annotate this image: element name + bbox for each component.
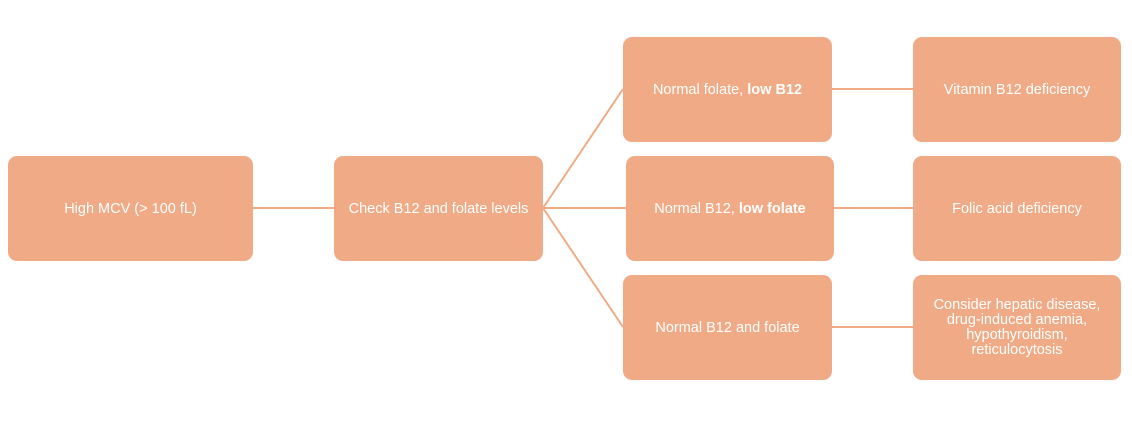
node-vitamin-b12-deficiency: Vitamin B12 deficiency bbox=[913, 37, 1121, 142]
node-consider-line: reticulocytosis bbox=[971, 341, 1063, 358]
node-low-b12: Normal folate, low B12 bbox=[623, 37, 832, 142]
node-low-b12-label: Normal folate, low B12 bbox=[653, 82, 802, 98]
node-check-levels: Check B12 and folate levels bbox=[334, 156, 543, 261]
node-normal-both: Normal B12 and folate bbox=[623, 275, 832, 380]
node-consider-line: drug-induced anemia, bbox=[946, 311, 1088, 328]
node-consider-label: Consider hepatic disease, drug-induced a… bbox=[933, 296, 1101, 358]
node-low-b12-emphasis: low B12 bbox=[747, 81, 803, 98]
node-high-mcv: High MCV (> 100 fL) bbox=[8, 156, 253, 261]
node-consider-line: hypothyroidism, bbox=[966, 326, 1068, 343]
node-low-folate-emphasis: low folate bbox=[738, 200, 806, 217]
connector-check-to-normal bbox=[542, 207, 624, 328]
node-low-b12-prefix: Normal folate, bbox=[652, 81, 748, 98]
node-normal-both-label: Normal B12 and folate bbox=[655, 319, 800, 336]
node-low-folate-label: Normal B12, low folate bbox=[654, 201, 806, 217]
node-consider-other-causes: Consider hepatic disease, drug-induced a… bbox=[913, 275, 1121, 380]
node-low-folate-prefix: Normal B12, bbox=[654, 200, 739, 217]
node-high-mcv-label: High MCV (> 100 fL) bbox=[64, 200, 197, 217]
node-folic-acid-deficiency: Folic acid deficiency bbox=[913, 156, 1121, 261]
node-consider-line: Consider hepatic disease, bbox=[933, 296, 1101, 313]
connector-check-to-low-b12 bbox=[542, 88, 624, 209]
node-low-folate: Normal B12, low folate bbox=[626, 156, 834, 261]
node-folic-acid-deficiency-label: Folic acid deficiency bbox=[952, 200, 1082, 217]
node-vitamin-b12-deficiency-label: Vitamin B12 deficiency bbox=[943, 81, 1091, 98]
node-check-levels-label: Check B12 and folate levels bbox=[348, 200, 529, 217]
